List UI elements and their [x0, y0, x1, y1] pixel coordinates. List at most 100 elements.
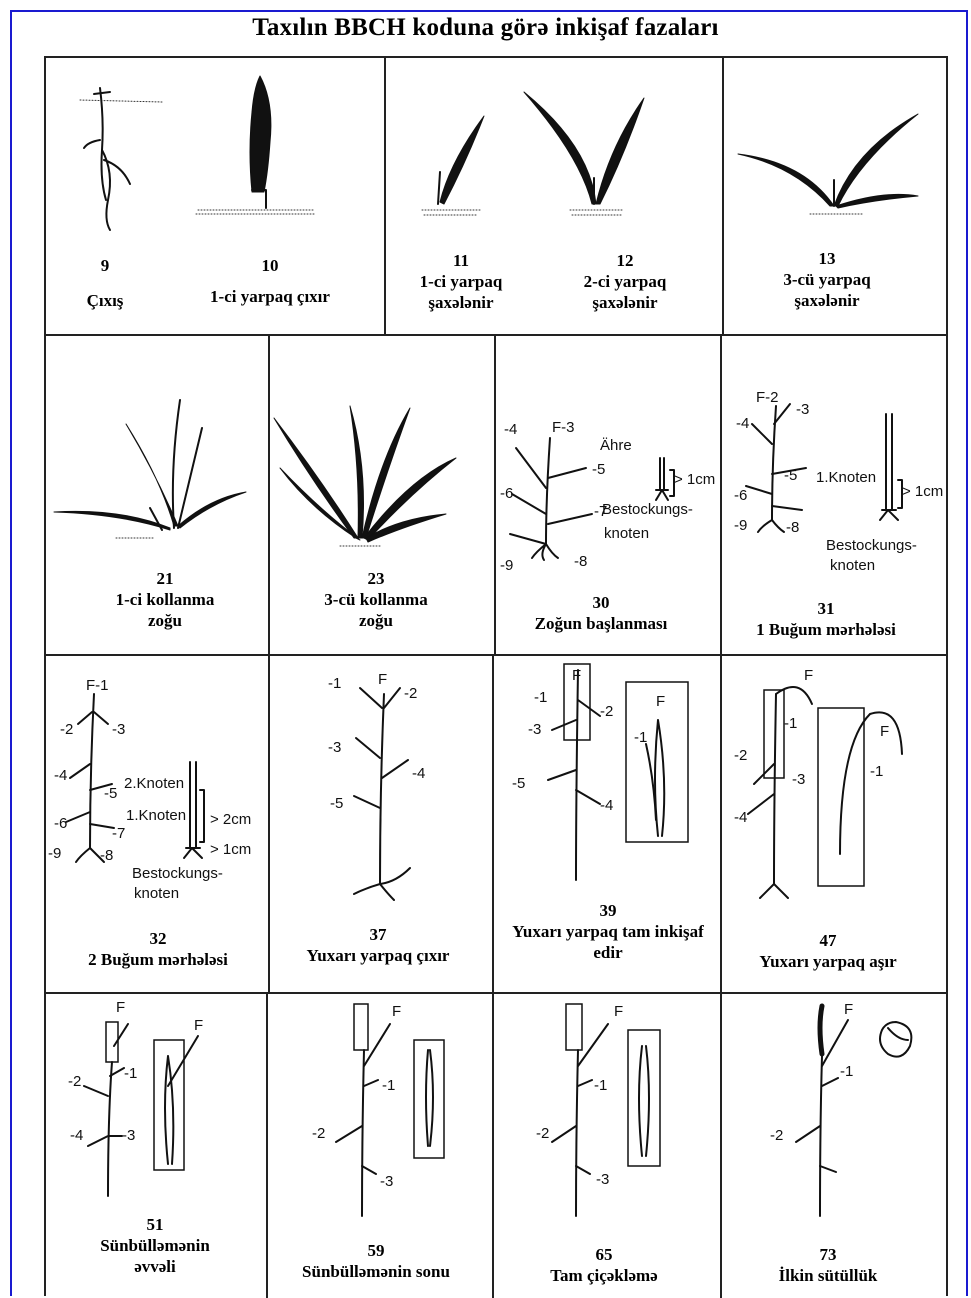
label-bestockungs: Bestockungs-	[826, 537, 917, 554]
stage-21-caption: 21 1-ci kollanma zoğu	[100, 568, 230, 631]
label-f-inset: F	[656, 693, 665, 710]
stage-label: 1 Buğum mərhələsi	[728, 619, 924, 640]
stage-code: 37	[280, 924, 476, 945]
stage-label: Yuxarı yarpaq aşır	[730, 951, 926, 972]
row-divider	[46, 334, 946, 336]
label-m5: -5	[104, 785, 117, 802]
label-m3: -3	[796, 401, 809, 418]
label-m4: -4	[600, 797, 613, 814]
label-gt2cm: > 2cm	[210, 811, 251, 828]
stage-code: 51	[70, 1214, 240, 1235]
stage-13-drawing	[734, 110, 924, 220]
label-m1-inset: -1	[870, 763, 883, 780]
stage-code: 59	[276, 1240, 476, 1261]
label-knoten2: 2.Knoten	[124, 775, 184, 792]
stage-51-caption: 51 Sünbülləmənin əvvəli	[70, 1214, 240, 1277]
label-m6: -6	[734, 487, 747, 504]
label-m9: -9	[500, 557, 513, 574]
label-f: F	[844, 1001, 853, 1018]
label-m2: -2	[312, 1125, 325, 1142]
label-m3: -3	[122, 1127, 135, 1144]
stage-51-drawing: F F -2 -1 -4 -3	[64, 996, 244, 1206]
page-title: Taxılın BBCH koduna görə inkişaf fazalar…	[0, 14, 971, 42]
col-divider	[492, 654, 494, 992]
col-divider	[268, 654, 270, 992]
label-knoten1: 1.Knoten	[126, 807, 186, 824]
stage-code: 11	[396, 250, 526, 271]
label-m2: -2	[404, 685, 417, 702]
label-m4: -4	[54, 767, 67, 784]
stage-12-drawing	[520, 86, 660, 226]
stage-label: Zoğun başlanması	[508, 613, 694, 634]
label-f2: F-2	[756, 389, 779, 406]
label-m8: -8	[100, 847, 113, 864]
label-m2: -2	[770, 1127, 783, 1144]
col-divider	[722, 58, 724, 334]
label-m4: -4	[70, 1127, 83, 1144]
label-m2: -2	[600, 703, 613, 720]
detail-inset	[414, 1040, 444, 1158]
stage-code: 65	[506, 1244, 702, 1265]
label-f3: F-3	[552, 419, 575, 436]
label-m4: -4	[736, 415, 749, 432]
label-m6: -6	[54, 815, 67, 832]
label-m5: -5	[330, 795, 343, 812]
stage-30-drawing: -4 F-3 Ähre -5 -6 -7 Bestockungs- Bestoc…	[496, 418, 716, 578]
col-divider	[384, 58, 386, 334]
stage-label: 1-ci kollanma zoğu	[100, 589, 230, 631]
label-m8: -8	[574, 553, 587, 570]
label-m3: -3	[380, 1173, 393, 1190]
label-m5: -5	[592, 461, 605, 478]
stage-code: 23	[306, 568, 446, 589]
label-f: F	[614, 1003, 623, 1020]
label-m1: -1	[328, 675, 341, 692]
col-divider	[720, 334, 722, 654]
stage-31-caption: 31 1 Buğum mərhələsi	[728, 598, 924, 640]
stage-label: Tam çiçəkləmə	[506, 1265, 702, 1286]
label-m1: -1	[594, 1077, 607, 1094]
stage-label: Yuxarı yarpaq tam inkişaf edir	[510, 921, 706, 963]
stage-23-caption: 23 3-cü kollanma zoğu	[306, 568, 446, 631]
label-f: F	[378, 671, 387, 688]
stage-code: 32	[60, 928, 256, 949]
label-f: F	[116, 999, 125, 1016]
detail-inset	[628, 1030, 660, 1166]
label-m4: -4	[412, 765, 425, 782]
stage-59-drawing: F -1 -2 -3	[306, 996, 466, 1226]
stage-10-caption: 10 1-ci yarpaq çıxır	[180, 255, 360, 307]
stage-47-caption: 47 Yuxarı yarpaq aşır	[730, 930, 926, 972]
stage-9-caption: 9 Çıxış	[60, 255, 150, 311]
label-f: F	[804, 667, 813, 684]
stage-10-drawing	[190, 72, 320, 222]
stage-label: Sünbülləmənin əvvəli	[90, 1235, 220, 1277]
label-m4: -4	[734, 809, 747, 826]
stage-code: 12	[560, 250, 690, 271]
label-f-inset: F	[194, 1017, 203, 1034]
stage-32-drawing: F-1 -2 -3 -4 -5 2.Knoten 1.Knoten -6 -7 …	[48, 672, 258, 912]
detail-box	[354, 1004, 368, 1050]
stage-label: 3-cü yarpaq şaxələnir	[752, 269, 902, 311]
stage-label: 1-ci yarpaq çıxır	[180, 286, 360, 307]
stage-47-drawing: F -1 -2 -3 -4 F -1	[730, 664, 930, 904]
label-m3: -3	[328, 739, 341, 756]
stage-39-drawing: -1 F -2 -3 -5 -4 F -1	[508, 660, 708, 890]
label-f: F	[572, 667, 581, 684]
col-divider	[266, 992, 268, 1298]
stage-code: 10	[180, 255, 360, 276]
label-f: F	[392, 1003, 401, 1020]
stage-code: 30	[508, 592, 694, 613]
label-m3: -3	[792, 771, 805, 788]
stage-21-drawing	[50, 388, 250, 558]
stage-label: 2-ci yarpaq şaxələnir	[560, 271, 690, 313]
stage-32-caption: 32 2 Buğum mərhələsi	[60, 928, 256, 970]
stage-37-caption: 37 Yuxarı yarpaq çıxır	[280, 924, 476, 966]
label-f1: F-1	[86, 677, 109, 694]
label-m1: -1	[382, 1077, 395, 1094]
label-knoten: knoten	[134, 885, 179, 902]
stage-13-caption: 13 3-cü yarpaq şaxələnir	[752, 248, 902, 311]
stage-code: 47	[730, 930, 926, 951]
stage-label: Yuxarı yarpaq çıxır	[280, 945, 476, 966]
label-m2: -2	[734, 747, 747, 764]
stage-65-caption: 65 Tam çiçəkləmə	[506, 1244, 702, 1286]
stage-39-caption: 39 Yuxarı yarpaq tam inkişaf edir	[510, 900, 706, 963]
